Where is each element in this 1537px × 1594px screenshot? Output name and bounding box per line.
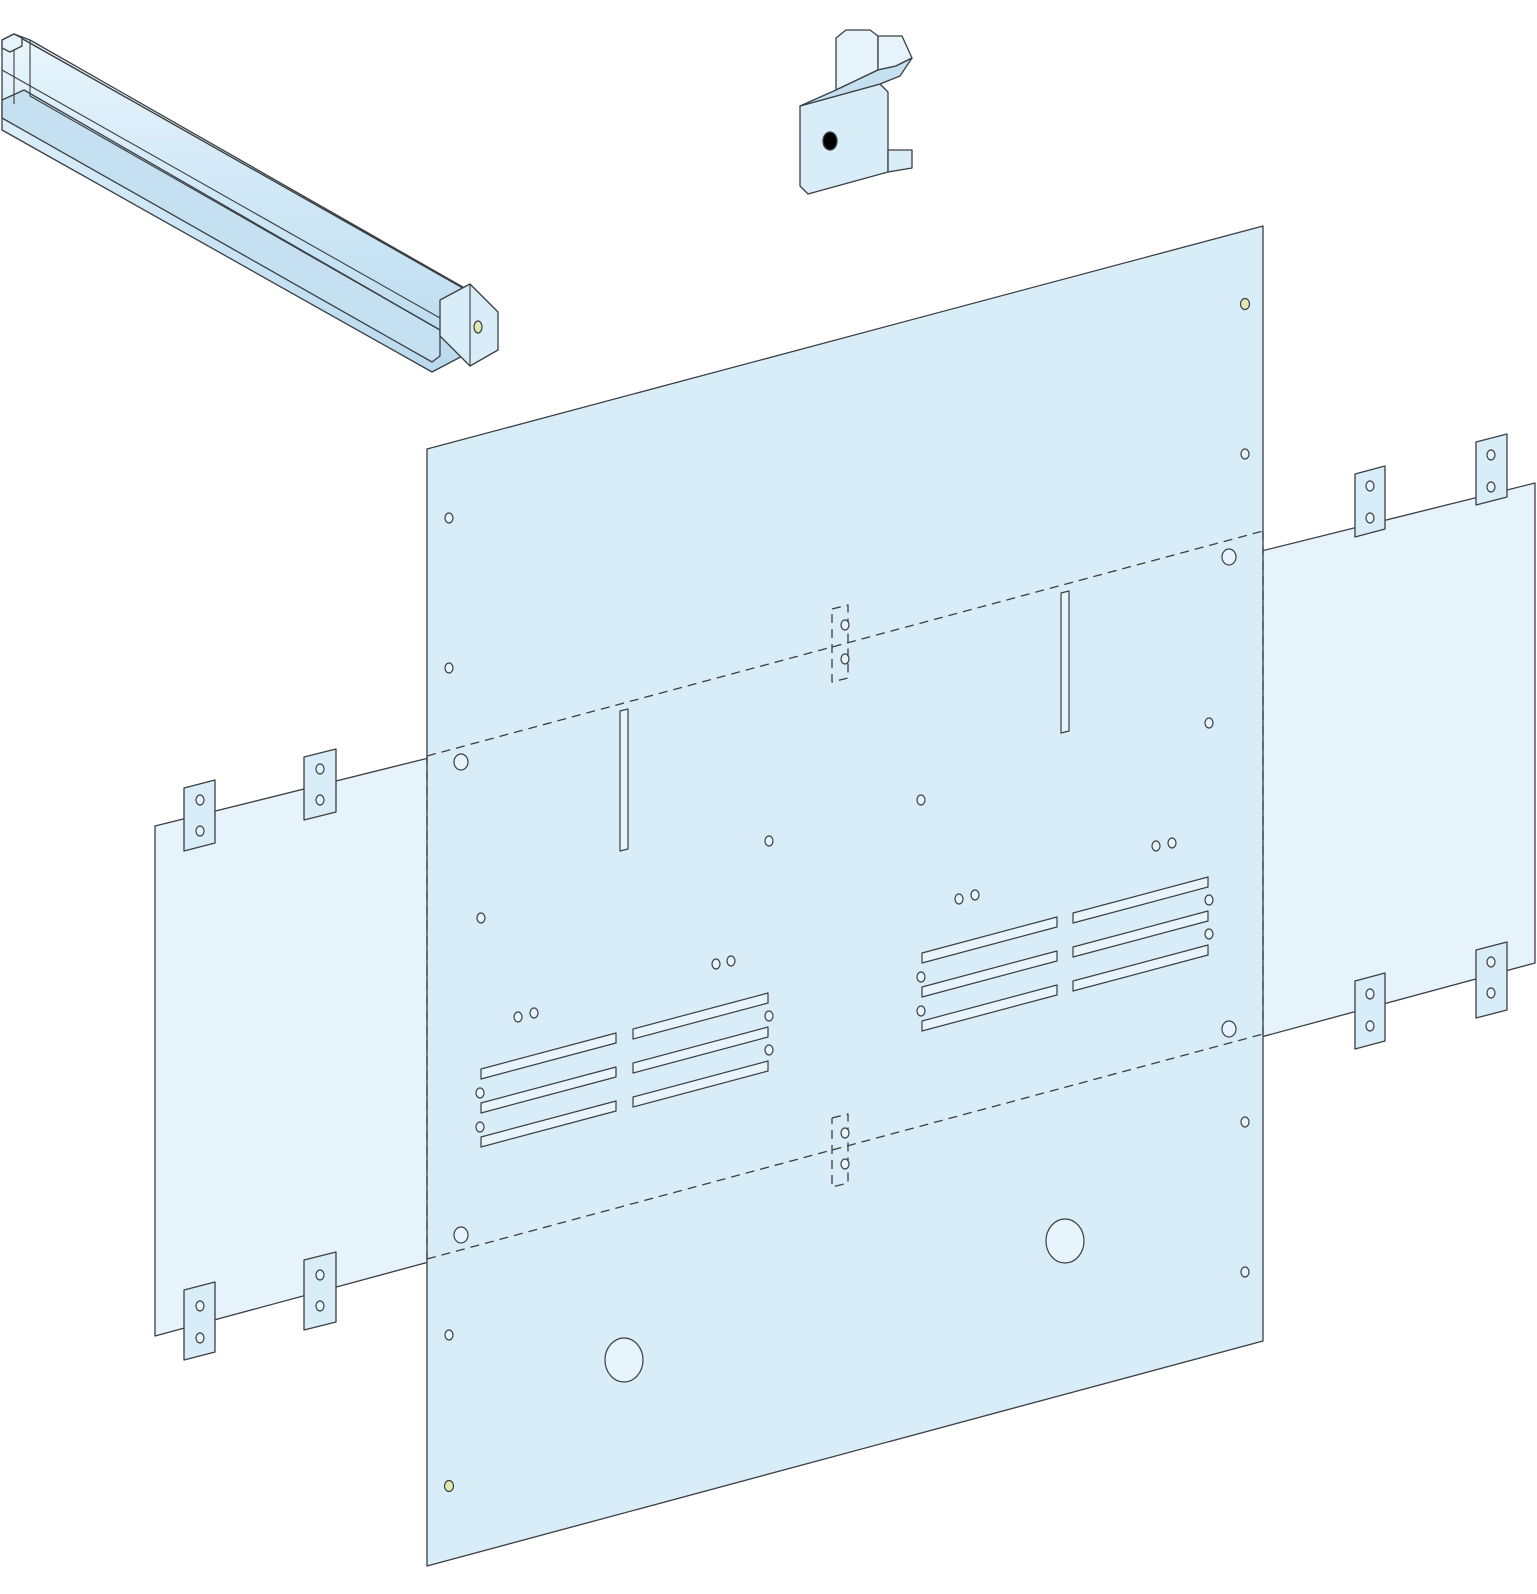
slot-group-right-holes (916, 894, 1214, 1017)
rail-end-hole (473, 320, 483, 334)
hidden-tab-holes (453, 548, 1237, 1244)
bracket (799, 29, 913, 195)
main-mounting-plate (426, 225, 1264, 1567)
highlighted-holes (443, 297, 1251, 1493)
vertical-slots (619, 590, 1070, 852)
slot-group-left-holes (475, 1010, 774, 1133)
plate-edge-holes (444, 448, 1250, 1341)
rear-plate-tab-holes (195, 449, 1496, 1344)
rail (1, 33, 499, 373)
cable-holes (604, 1218, 1085, 1383)
rear-plate-tabs (183, 433, 1508, 1361)
slot-group-left (480, 992, 769, 1148)
slot-group-right (921, 876, 1209, 1032)
hidden-edges (426, 530, 1264, 1260)
bracket-hole (822, 131, 838, 151)
